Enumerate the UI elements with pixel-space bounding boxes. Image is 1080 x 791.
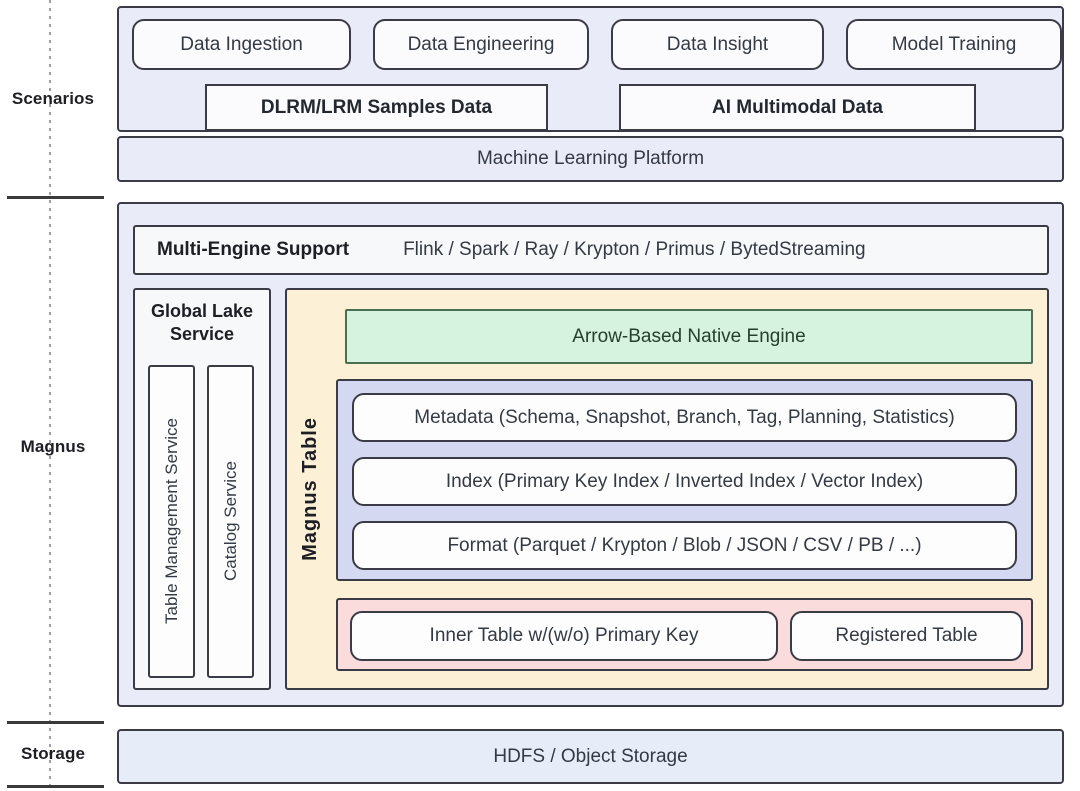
magnus-table-container: Magnus Table Arrow-Based Native Engine M… [285,288,1049,690]
service-box-label: Table Management Service [161,418,181,625]
core-row-index[interactable]: Index (Primary Key Index / Inverted Inde… [352,457,1017,506]
scenario-chip-data-insight[interactable]: Data Insight [611,19,824,70]
data-box-dlrm-lrm-samples[interactable]: DLRM/LRM Samples Data [205,84,548,131]
service-box-label: Catalog Service [220,461,240,582]
data-box-label: AI Multimodal Data [711,96,883,118]
row-label-magnus: Magnus [20,437,86,456]
machine-learning-platform-bar: Machine Learning Platform [117,136,1064,182]
table-type-label: Registered Table [835,625,978,646]
multi-engine-support-title: Multi-Engine Support [157,239,350,260]
global-lake-service-box: Global Lake Service Table Management Ser… [133,288,271,690]
scenario-chip-data-engineering[interactable]: Data Engineering [373,19,589,70]
rail-rule-bottom [7,785,104,788]
multi-engine-support-engines: Flink / Spark / Ray / Krypton / Primus /… [403,239,866,260]
machine-learning-platform-label: Machine Learning Platform [476,148,705,169]
core-row-label: Format (Parquet / Krypton / Blob / JSON … [447,534,922,556]
scenario-chip-model-training[interactable]: Model Training [846,19,1062,70]
data-box-ai-multimodal[interactable]: AI Multimodal Data [619,84,976,131]
arrow-based-native-engine-box[interactable]: Arrow-Based Native Engine [345,309,1033,364]
core-row-metadata[interactable]: Metadata (Schema, Snapshot, Branch, Tag,… [352,393,1017,442]
magnus-table-label-wrap: Magnus Table [287,290,333,688]
scenario-chip-label: Data Engineering [407,33,555,55]
magnus-table-types-group: Inner Table w/(w/o) Primary Key Register… [336,598,1033,671]
magnus-table-label: Magnus Table [298,417,321,561]
rail-rule-scenarios-magnus [7,196,104,199]
service-box-catalog[interactable]: Catalog Service [207,365,254,678]
multi-engine-support-row: Multi-Engine Support Flink / Spark / Ray… [133,225,1049,275]
table-type-label: Inner Table w/(w/o) Primary Key [429,625,699,646]
table-type-inner-table[interactable]: Inner Table w/(w/o) Primary Key [350,611,778,661]
rail-rule-magnus-storage [7,721,104,724]
arrow-based-native-engine-label: Arrow-Based Native Engine [572,325,806,347]
magnus-table-core-group: Metadata (Schema, Snapshot, Branch, Tag,… [336,379,1033,581]
scenario-chip-label: Data Ingestion [180,33,303,55]
core-row-label: Index (Primary Key Index / Inverted Inde… [445,470,924,492]
data-box-label: DLRM/LRM Samples Data [260,96,493,118]
storage-panel: HDFS / Object Storage [117,729,1064,784]
rail-dotted-divider-icon [49,0,51,791]
table-type-registered-table[interactable]: Registered Table [790,611,1023,661]
row-label-scenarios: Scenarios [11,89,95,108]
core-row-format[interactable]: Format (Parquet / Krypton / Blob / JSON … [352,521,1017,570]
scenario-chip-label: Model Training [891,33,1017,55]
scenario-chip-data-ingestion[interactable]: Data Ingestion [132,19,351,70]
global-lake-service-title: Global Lake Service [150,301,254,345]
core-row-label: Metadata (Schema, Snapshot, Branch, Tag,… [414,406,955,428]
scenario-chip-label: Data Insight [666,33,769,55]
storage-label: HDFS / Object Storage [493,745,688,767]
service-box-table-management[interactable]: Table Management Service [148,365,195,678]
row-label-storage: Storage [21,744,85,763]
